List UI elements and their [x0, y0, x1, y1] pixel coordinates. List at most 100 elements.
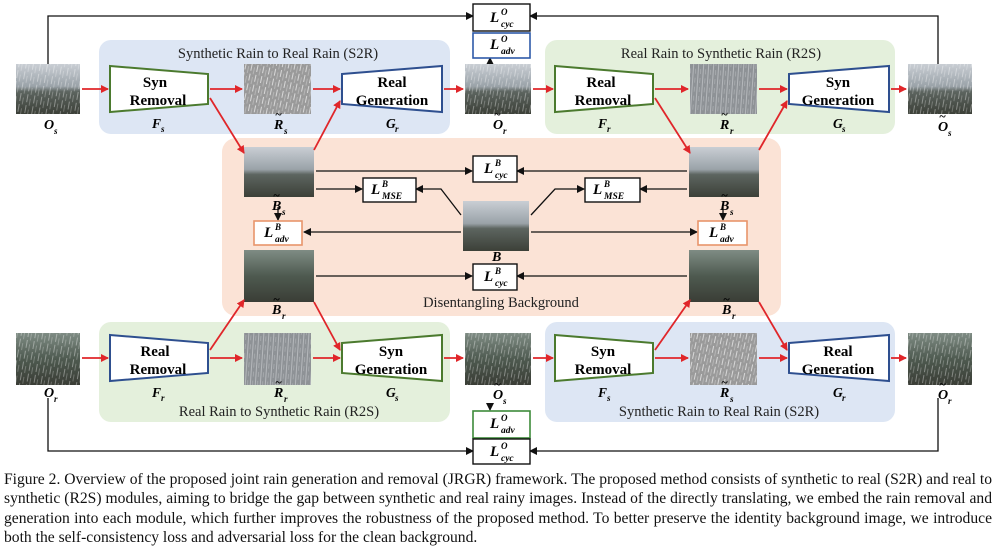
tilde-mark: ~ [721, 188, 728, 202]
region-title-r2s-top: Real Rain to Synthetic Rain (R2S) [621, 46, 821, 62]
cycle-line-bottom-right [529, 398, 939, 455]
loss-box-cyc-mid-bottom [472, 263, 518, 291]
module-text: Removal [575, 362, 632, 378]
image-label-sub: r [732, 311, 736, 321]
image-label-sub: r [503, 126, 507, 136]
pedestrian-rainy-photo [16, 333, 80, 385]
module-text: Removal [130, 362, 187, 378]
module-label-sub: r [842, 393, 846, 403]
loss-sub: MSE [603, 192, 624, 202]
module-label-sub: r [161, 393, 165, 403]
loss-sup: B [719, 222, 726, 232]
tilde-mark: ~ [494, 377, 501, 391]
tilde-mark: ~ [273, 188, 280, 202]
module-label-sub: s [606, 393, 611, 403]
loss-sub: adv [275, 235, 290, 245]
loss-sup: B [381, 179, 388, 189]
loss-label-adv-right: L [708, 225, 718, 241]
module-real-removal-bottom [109, 333, 209, 383]
loss-sub: cyc [495, 171, 508, 181]
loss-sup: O [501, 413, 508, 423]
tilde-mark: ~ [721, 107, 728, 121]
module-label-top-fr: F [597, 116, 607, 131]
loss-box-adv-right [697, 220, 748, 246]
module-syn-generation-top [788, 64, 890, 114]
loss-sup: O [501, 441, 508, 451]
image-label-bot-rs: R [719, 386, 729, 401]
module-label-bot-gr: G [833, 385, 843, 400]
loss-label-mse-right: L [592, 182, 602, 198]
loss-label-bot-cyc: L [489, 444, 499, 460]
module-real-generation-bottom [788, 333, 890, 383]
loss-sub: cyc [501, 454, 514, 464]
loss-label-adv-left: L [263, 225, 273, 241]
module-label-top-gs: G [833, 116, 843, 131]
image-label-bot-rr: R [273, 386, 283, 401]
tilde-mark: ~ [939, 109, 946, 123]
rain-streak-texture [690, 333, 757, 385]
region-title-background: Disentangling Background [423, 295, 580, 311]
loss-sup: O [501, 34, 508, 44]
street-clean-photo [689, 147, 759, 197]
image-label-bot-os: O [493, 388, 503, 403]
tilde-mark: ~ [275, 107, 282, 121]
loss-sub: adv [720, 235, 735, 245]
module-label-sub: r [395, 124, 399, 134]
tilde-mark: ~ [275, 375, 282, 389]
region-title-r2s-bottom: Real Rain to Synthetic Rain (R2S) [179, 404, 379, 420]
street-rainy-photo [16, 64, 80, 114]
module-real-removal-top [554, 64, 654, 114]
module-text: Generation [356, 93, 429, 109]
image-label-sub: r [282, 311, 286, 321]
loss-box-cyc-mid-top [472, 155, 518, 183]
pedestrian-rainy-photo [908, 333, 972, 385]
module-syn-removal-bottom [554, 333, 654, 383]
loss-label-bot-adv: L [489, 416, 499, 432]
image-label-sub: r [948, 396, 952, 406]
loss-sup: B [494, 266, 501, 276]
module-text: Real [586, 75, 615, 91]
module-text: Generation [802, 362, 875, 378]
street-rainy-photo [908, 64, 972, 114]
image-label-top-rr: R [719, 118, 729, 133]
loss-box-mse-right [584, 177, 641, 203]
loss-label-mse-left: L [370, 182, 380, 198]
loss-arrows [274, 167, 727, 280]
image-label-bot-or: O [44, 386, 54, 401]
module-text: Real [140, 344, 169, 360]
loss-label-mid-cyc-top: L [483, 161, 493, 177]
pedestrian-clean-photo [689, 250, 759, 302]
image-label-mid-b: B [491, 250, 501, 265]
image-label-top-or: O [493, 118, 503, 133]
region-title-s2r-top: Synthetic Rain to Real Rain (S2R) [178, 46, 378, 62]
image-label-top-os: O [44, 118, 54, 133]
rain-streak-texture [244, 333, 311, 385]
flow-arrows [82, 85, 907, 362]
image-label-sub: s [502, 396, 507, 406]
module-text: Removal [575, 93, 632, 109]
loss-sub: adv [501, 426, 516, 436]
loss-sub: MSE [381, 192, 402, 202]
module-label-top-fs: F [151, 116, 161, 131]
image-label-bot-or-out: O [938, 388, 948, 403]
module-label-sub: s [841, 124, 846, 134]
image-label-sub: s [281, 207, 286, 217]
tilde-mark: ~ [723, 292, 730, 306]
image-label-sub: r [54, 394, 58, 404]
loss-box-adv-bottom [472, 410, 531, 439]
tilde-mark: ~ [939, 377, 946, 391]
module-text: Syn [591, 344, 616, 360]
tilde-mark: ~ [273, 292, 280, 306]
module-text: Removal [130, 93, 187, 109]
image-label-sub: s [283, 126, 288, 136]
module-text: Generation [355, 362, 428, 378]
loss-box-adv-top [472, 32, 531, 59]
loss-sup: O [501, 7, 508, 17]
image-label-top-rs: R [273, 118, 283, 133]
image-label-top-os-out: O [938, 120, 948, 135]
module-real-generation-top [341, 64, 443, 114]
loss-box-cyc-bottom [472, 438, 531, 465]
module-label-bot-gs: G [386, 385, 396, 400]
loss-sub: adv [501, 47, 516, 57]
module-syn-removal-top [109, 64, 209, 114]
